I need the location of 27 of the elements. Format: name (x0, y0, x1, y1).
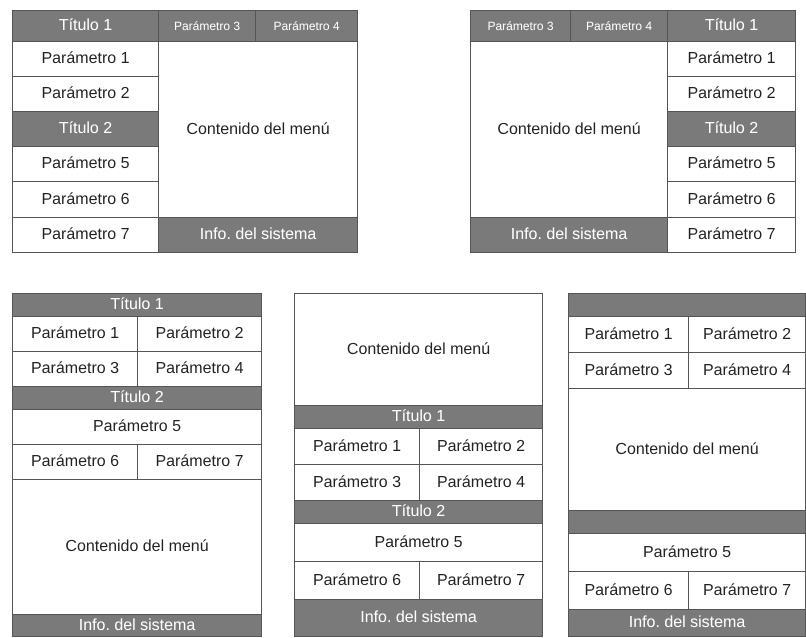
header-bar (568, 293, 806, 317)
menu-title-bar: Parámetro 3 (470, 10, 571, 42)
menu-title-bar: Título 1 (12, 10, 159, 42)
parameter-cell: Parámetro 5 (568, 533, 806, 572)
parameter-cell: Parámetro 7 (12, 217, 159, 253)
status-bar: Info. del sistema (158, 217, 358, 253)
status-bar: Info. del sistema (568, 609, 806, 637)
menu-title-bar: Título 2 (667, 111, 796, 147)
parameter-cell: Parámetro 7 (667, 217, 796, 253)
status-bar: Info. del sistema (470, 217, 668, 253)
parameter-cell: Parámetro 5 (12, 409, 262, 445)
content-area: Contenido del menú (294, 293, 543, 406)
menu-title-bar: Parámetro 4 (255, 10, 358, 42)
status-bar: Info. del sistema (294, 599, 543, 637)
menu-title-bar: Título 2 (294, 500, 543, 524)
menu-title-bar: Título 1 (667, 10, 796, 42)
menu-title-bar: Título 1 (12, 293, 262, 317)
menu-title-bar: Parámetro 4 (570, 10, 668, 42)
header-bar (568, 510, 806, 534)
status-bar: Info. del sistema (12, 614, 262, 637)
content-area: Contenido del menú (12, 479, 262, 615)
content-area: Contenido del menú (568, 388, 806, 511)
menu-title-bar: Título 2 (12, 111, 159, 147)
menu-title-bar: Título 2 (12, 386, 262, 410)
menu-title-bar: Título 1 (294, 405, 543, 429)
menu-title-bar: Parámetro 3 (158, 10, 256, 42)
parameter-cell: Parámetro 5 (294, 523, 543, 562)
